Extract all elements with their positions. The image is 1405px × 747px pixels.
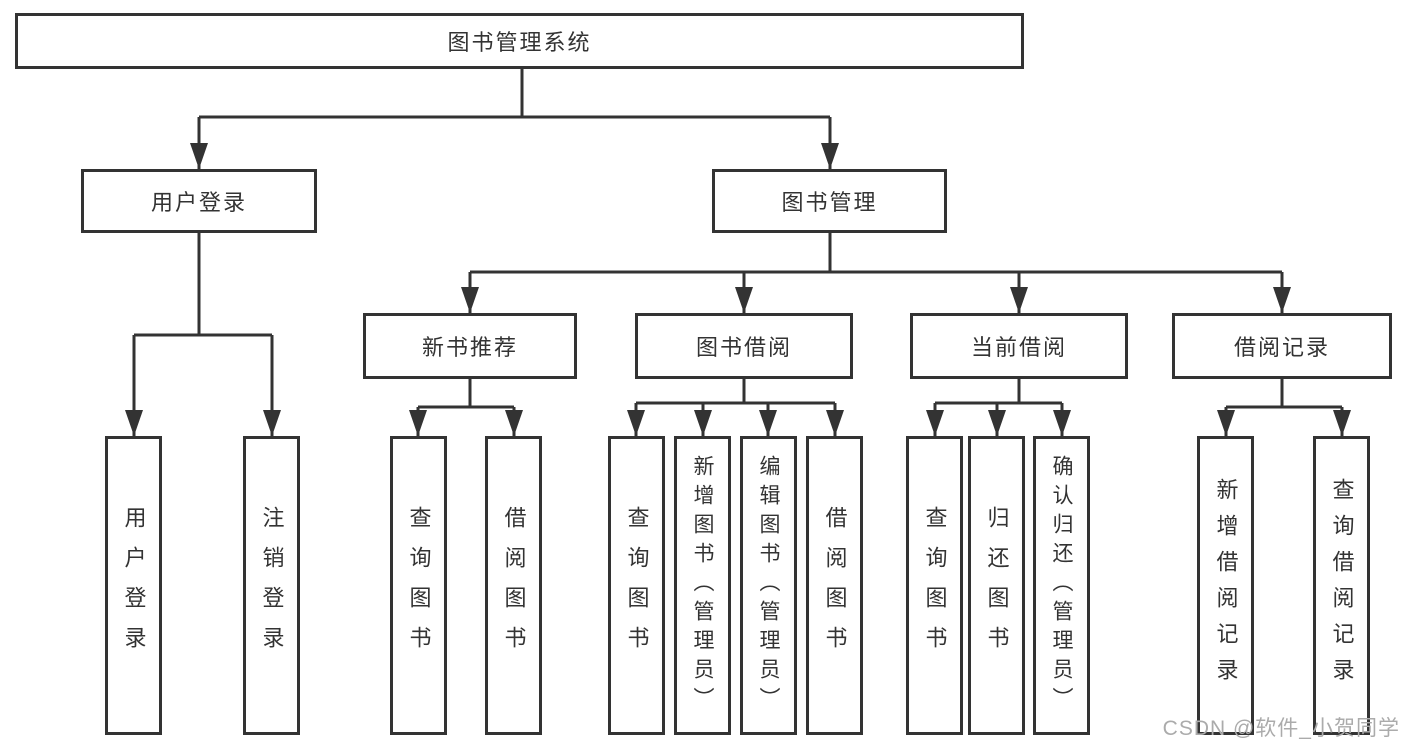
leaf-borrow-borrow-books: 借阅图书 (806, 436, 863, 735)
node-current-borrow: 当前借阅 (910, 313, 1128, 379)
leaf-records-add-record: 新增借阅记录 (1197, 436, 1254, 735)
node-new-book-recommend-label: 新书推荐 (421, 335, 518, 360)
node-book-borrow: 图书借阅 (635, 313, 853, 379)
node-book-borrow-label: 图书借阅 (695, 335, 792, 360)
leaf-newbook-borrow-books: 借阅图书 (485, 436, 542, 735)
node-user-login-label: 用户登录 (150, 190, 247, 215)
leaf-borrow-query-books: 查询图书 (608, 436, 665, 735)
leaf-current-query-books: 查询图书 (906, 436, 963, 735)
leaf-records-query-record: 查询借阅记录 (1313, 436, 1370, 735)
leaf-current-confirm-return-admin: 确认归还（管理员） (1033, 436, 1090, 735)
leaf-logout: 注销登录 (243, 436, 300, 735)
node-root-label: 图书管理系统 (447, 30, 592, 55)
leaf-newbook-borrow-books-label: 借阅图书 (501, 505, 527, 666)
node-new-book-recommend: 新书推荐 (363, 313, 577, 379)
leaf-borrow-add-books-admin: 新增图书（管理员） (674, 436, 731, 735)
node-user-login: 用户登录 (81, 169, 317, 233)
node-book-management: 图书管理 (712, 169, 947, 233)
leaf-borrow-edit-books-admin-label: 编辑图书（管理员） (757, 455, 780, 716)
leaf-borrow-borrow-books-label: 借阅图书 (822, 505, 848, 666)
leaf-borrow-add-books-admin-label: 新增图书（管理员） (691, 455, 714, 716)
tree-edges (132, 69, 1344, 436)
leaf-user-login: 用户登录 (105, 436, 162, 735)
leaf-newbook-query-books-label: 查询图书 (406, 505, 432, 666)
leaf-records-add-record-label: 新增借阅记录 (1213, 477, 1239, 694)
leaf-current-confirm-return-admin-label: 确认归还（管理员） (1050, 455, 1073, 716)
leaf-borrow-edit-books-admin: 编辑图书（管理员） (740, 436, 797, 735)
arrowheads (125, 143, 1351, 436)
node-borrow-records-label: 借阅记录 (1233, 335, 1330, 360)
leaf-current-return-books: 归还图书 (968, 436, 1025, 735)
leaf-logout-label: 注销登录 (259, 505, 285, 666)
leaf-newbook-query-books: 查询图书 (390, 436, 447, 735)
csdn-watermark: CSDN @软件_小贺同学 (1162, 717, 1400, 740)
leaf-records-query-record-label: 查询借阅记录 (1329, 477, 1355, 694)
node-borrow-records: 借阅记录 (1172, 313, 1392, 379)
leaf-borrow-query-books-label: 查询图书 (624, 505, 650, 666)
leaf-user-login-label: 用户登录 (121, 505, 147, 666)
node-current-borrow-label: 当前借阅 (970, 335, 1067, 360)
leaf-current-query-books-label: 查询图书 (922, 505, 948, 666)
leaf-current-return-books-label: 归还图书 (984, 505, 1010, 666)
node-book-management-label: 图书管理 (781, 190, 878, 215)
node-root: 图书管理系统 (15, 13, 1024, 69)
